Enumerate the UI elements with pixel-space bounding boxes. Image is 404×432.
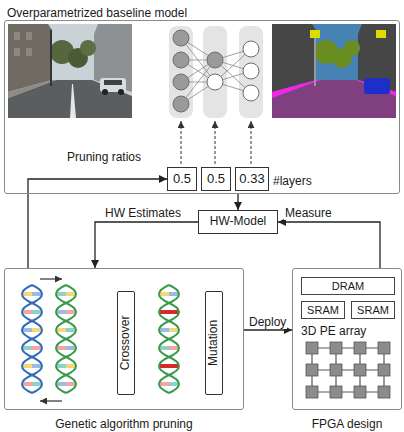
box-label: SRAM (307, 304, 339, 317)
connector-arrow (244, 329, 292, 330)
annotation-label: 3D PE array (300, 324, 367, 338)
memory-box: DRAM (301, 277, 395, 295)
connector-arrow (95, 222, 198, 268)
label-holder: Pruning ratios (66, 147, 142, 165)
box-label: SRAM (357, 304, 389, 317)
label-holder: 3D PE array (300, 321, 367, 339)
connector-arrow (278, 222, 380, 268)
label-holder: Measure (284, 203, 333, 221)
panel-box: FPGA designDRAMSRAMSRAM (292, 268, 402, 410)
ratio-value: 0.5 (207, 172, 225, 187)
box-label: HW-Model (210, 215, 266, 229)
memory-box: SRAM (351, 301, 395, 319)
pe-array (306, 342, 390, 398)
box-label: DRAM (332, 280, 364, 293)
caption-holder: Genetic algorithm pruning (5, 414, 243, 432)
edge-label: Pruning ratios (66, 150, 142, 164)
panel-title: Overparametrized baseline model (7, 6, 187, 20)
panel-box: Overparametrized baseline model0.50.50.3… (4, 20, 400, 194)
street-photo (8, 24, 132, 118)
model-box: HW-Model (198, 210, 278, 234)
box-label: Mutation (207, 320, 221, 366)
ratio-value: 0.5 (173, 172, 191, 187)
caption-holder: Overparametrized baseline model (7, 3, 187, 21)
panel-caption: Genetic algorithm pruning (55, 417, 192, 431)
label-holder: Deploy (248, 312, 287, 330)
operator-box: Crossover (117, 291, 135, 395)
caption-holder: FPGA design (293, 414, 401, 432)
panel-box: Genetic algorithm pruningCrossoverMutati… (4, 268, 244, 410)
ratio-value: 0.33 (239, 172, 264, 187)
ratio-box: 0.5 (167, 167, 197, 191)
label-holder: #layers (272, 171, 313, 189)
panel-caption: FPGA design (312, 417, 383, 431)
connector-arrow (237, 194, 238, 210)
ratio-box: 0.33 (235, 167, 269, 191)
memory-box: SRAM (301, 301, 345, 319)
neural-network (169, 26, 263, 164)
box-label: Crossover (119, 316, 133, 371)
label-holder: HW Estimates (104, 203, 182, 221)
ratio-box: 0.5 (201, 167, 231, 191)
segmentation-map (272, 24, 396, 118)
annotation-label: #layers (272, 174, 313, 188)
operator-box: Mutation (205, 291, 223, 395)
edge-label: Deploy (248, 315, 287, 329)
edge-label: Measure (284, 206, 333, 220)
edge-label: HW Estimates (104, 206, 182, 220)
dna-strands (22, 279, 179, 401)
connector-arrow (28, 179, 167, 268)
